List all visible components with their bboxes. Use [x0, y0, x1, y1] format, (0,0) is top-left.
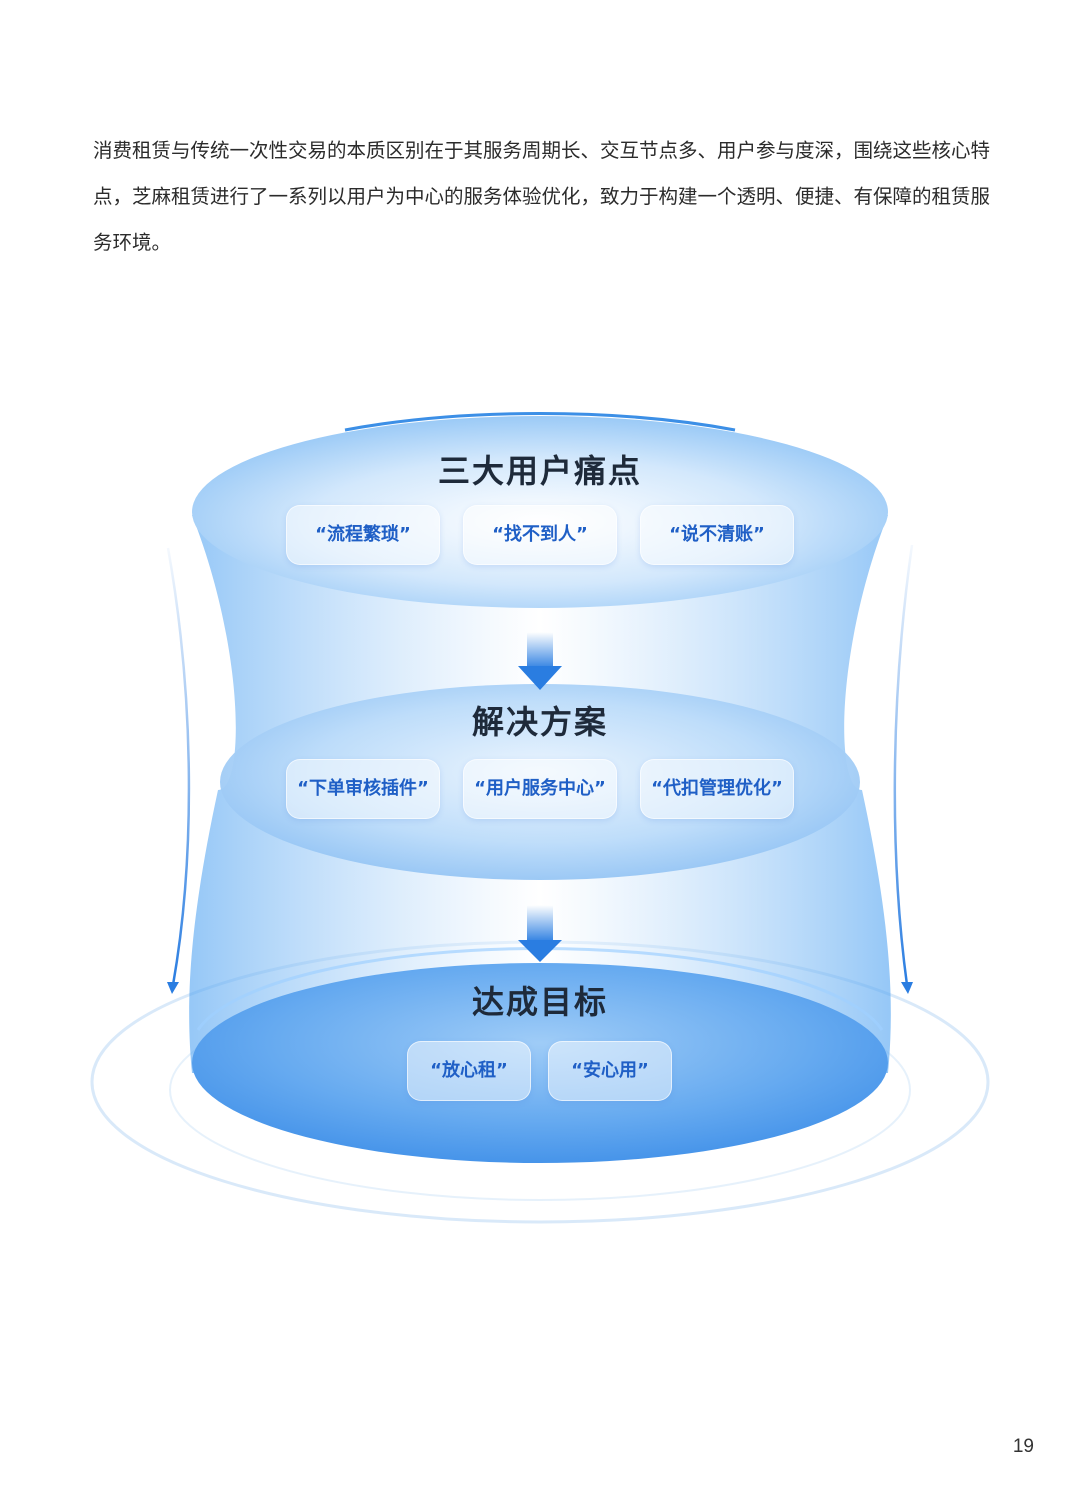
- solution-pill: “代扣管理优化”: [640, 759, 794, 819]
- goal-pill: “放心租”: [407, 1041, 531, 1101]
- arrow-down-icon: [518, 632, 562, 690]
- solution-pill: “下单审核插件”: [286, 759, 440, 819]
- pain-point-pill: “说不清账”: [640, 505, 794, 565]
- stage-title-pain-points: 三大用户痛点: [437, 452, 642, 490]
- side-arrow-left-icon: [166, 547, 191, 994]
- middle-disc: [220, 684, 860, 880]
- bottom-disc: [192, 963, 888, 1163]
- arrow-down-icon: [518, 905, 562, 962]
- stage-title-solutions: 解决方案: [471, 703, 608, 741]
- solution-pill: “用户服务中心”: [463, 759, 617, 819]
- top-disc: [192, 416, 888, 608]
- side-arrow-right-icon: [893, 544, 914, 994]
- stage-title-goals: 达成目标: [471, 983, 608, 1021]
- goal-pill: “安心用”: [548, 1041, 672, 1101]
- pain-point-pill: “流程繁琐”: [286, 505, 440, 565]
- intro-paragraph: 消费租赁与传统一次性交易的本质区别在于其服务周期长、交互节点多、用户参与度深，围…: [93, 139, 991, 254]
- page-number: 19: [1012, 1436, 1034, 1457]
- pain-point-pill: “找不到人”: [463, 505, 617, 565]
